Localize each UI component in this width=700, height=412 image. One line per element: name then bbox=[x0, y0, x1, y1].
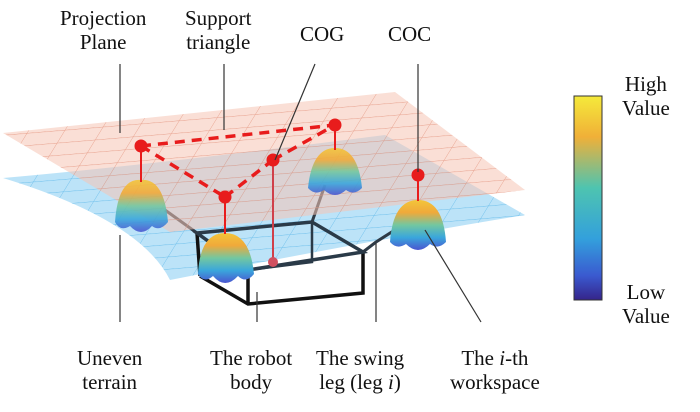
cog-ground-point bbox=[268, 257, 278, 267]
colorbar bbox=[573, 95, 603, 301]
leader-lines bbox=[119, 63, 482, 323]
label-line: terrain bbox=[82, 370, 138, 394]
label-line: Value bbox=[622, 304, 670, 328]
label-support-triangle: Support triangle bbox=[185, 6, 252, 54]
workspace-dome-1 bbox=[115, 179, 168, 232]
label-line: The i-th bbox=[450, 346, 540, 370]
label-line: The robot bbox=[210, 346, 293, 370]
label-text: ) bbox=[393, 370, 401, 394]
label-line: workspace bbox=[450, 370, 540, 394]
label-projection-plane: Projection Plane bbox=[60, 6, 146, 54]
workspace-dome-3 bbox=[198, 233, 254, 283]
label-line: triangle bbox=[186, 30, 251, 54]
label-line: The swing bbox=[316, 346, 405, 370]
label-text: -th bbox=[505, 346, 529, 370]
label-line: body bbox=[230, 370, 273, 394]
label-uneven-terrain: Uneven terrain bbox=[77, 346, 142, 394]
label-line: Uneven bbox=[77, 346, 143, 370]
colorbar-high-label: High Value bbox=[622, 72, 670, 120]
label-line: Low bbox=[626, 280, 666, 304]
foot-point-3 bbox=[218, 190, 232, 204]
label-italic: i bbox=[388, 370, 394, 394]
workspace-dome-4 bbox=[390, 200, 446, 250]
colorbar-low-label: Low Value bbox=[622, 280, 670, 328]
workspace-domes bbox=[115, 148, 446, 283]
label-line: Support bbox=[185, 6, 252, 30]
label-line: Value bbox=[622, 96, 670, 120]
support-triangle bbox=[140, 123, 336, 199]
label-italic: i bbox=[499, 346, 506, 370]
label-line: Projection bbox=[60, 6, 147, 30]
workspace-dome-2 bbox=[308, 148, 362, 195]
label-robot-body: The robot body bbox=[210, 346, 292, 394]
label-line: High bbox=[624, 72, 667, 96]
label-text: The bbox=[461, 346, 500, 370]
label-cog: COG bbox=[300, 22, 345, 46]
label-workspace: The i-th workspace bbox=[450, 346, 540, 394]
label-coc: COC bbox=[388, 22, 432, 46]
label-swing-leg: The swing leg (leg i) bbox=[316, 346, 404, 394]
label-text: leg (leg bbox=[319, 370, 389, 394]
foot-point-2 bbox=[328, 118, 342, 132]
foot-point-1 bbox=[134, 139, 148, 153]
label-line: Plane bbox=[79, 30, 127, 54]
label-line: leg (leg i) bbox=[316, 370, 404, 394]
